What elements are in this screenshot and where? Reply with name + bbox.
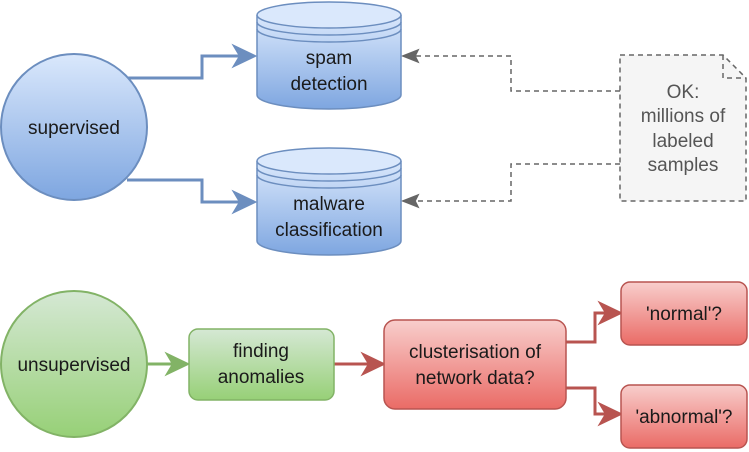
malware-label-line-2: classification bbox=[275, 220, 383, 241]
edge-cluster-to-abnormal bbox=[566, 386, 624, 427]
edge-note-to-malware bbox=[400, 163, 620, 209]
arrowhead-icon bbox=[164, 351, 191, 377]
note-line-3: labeled bbox=[652, 131, 713, 152]
spam-label-line-1: spam bbox=[306, 48, 352, 69]
abnormal-outcome-box[interactable]: 'abnormal'? bbox=[620, 384, 748, 449]
note-shape[interactable]: OK: millions of labeled samples bbox=[619, 54, 747, 202]
finding-anomalies-box[interactable]: finding anomalies bbox=[188, 328, 335, 401]
finding-label-line-1: finding bbox=[233, 341, 289, 362]
malware-label-line-1: malware bbox=[293, 194, 365, 215]
edge-supervised-to-malware bbox=[127, 178, 258, 215]
cluster-label-line-1: clusterisation of bbox=[409, 342, 542, 363]
unsupervised-node[interactable]: unsupervised bbox=[0, 290, 148, 438]
edge-unsupervised-to-finding bbox=[147, 351, 191, 377]
arrowhead-icon bbox=[597, 401, 624, 427]
edge-finding-to-cluster bbox=[334, 351, 387, 377]
note-line-1: OK: bbox=[667, 82, 700, 103]
cluster-label-line-2: network data? bbox=[415, 368, 534, 389]
arrowhead-icon bbox=[597, 300, 624, 326]
note-line-4: samples bbox=[648, 155, 719, 176]
spam-label-line-2: detection bbox=[290, 74, 367, 95]
arrowhead-icon bbox=[400, 48, 420, 64]
clusterisation-box[interactable]: clusterisation of network data? bbox=[383, 319, 567, 410]
normal-label: 'normal'? bbox=[646, 304, 722, 325]
finding-label-line-2: anomalies bbox=[218, 367, 305, 388]
edge-cluster-to-normal bbox=[566, 300, 624, 344]
note-line-2: millions of bbox=[641, 106, 726, 127]
supervised-label: supervised bbox=[28, 118, 120, 139]
arrowhead-icon bbox=[231, 43, 258, 69]
arrowhead-icon bbox=[400, 193, 420, 209]
edge-note-to-spam bbox=[400, 48, 620, 92]
abnormal-label: 'abnormal'? bbox=[635, 407, 732, 428]
note-fold-icon bbox=[722, 55, 746, 79]
supervised-node[interactable]: supervised bbox=[0, 53, 148, 201]
unsupervised-label: unsupervised bbox=[17, 355, 130, 376]
malware-classification-database[interactable]: malware classification bbox=[256, 147, 402, 256]
spam-detection-database[interactable]: spam detection bbox=[256, 1, 402, 110]
arrowhead-icon bbox=[231, 189, 258, 215]
edge-supervised-to-spam bbox=[127, 43, 258, 80]
arrowhead-icon bbox=[360, 351, 387, 377]
normal-outcome-box[interactable]: 'normal'? bbox=[620, 281, 748, 346]
